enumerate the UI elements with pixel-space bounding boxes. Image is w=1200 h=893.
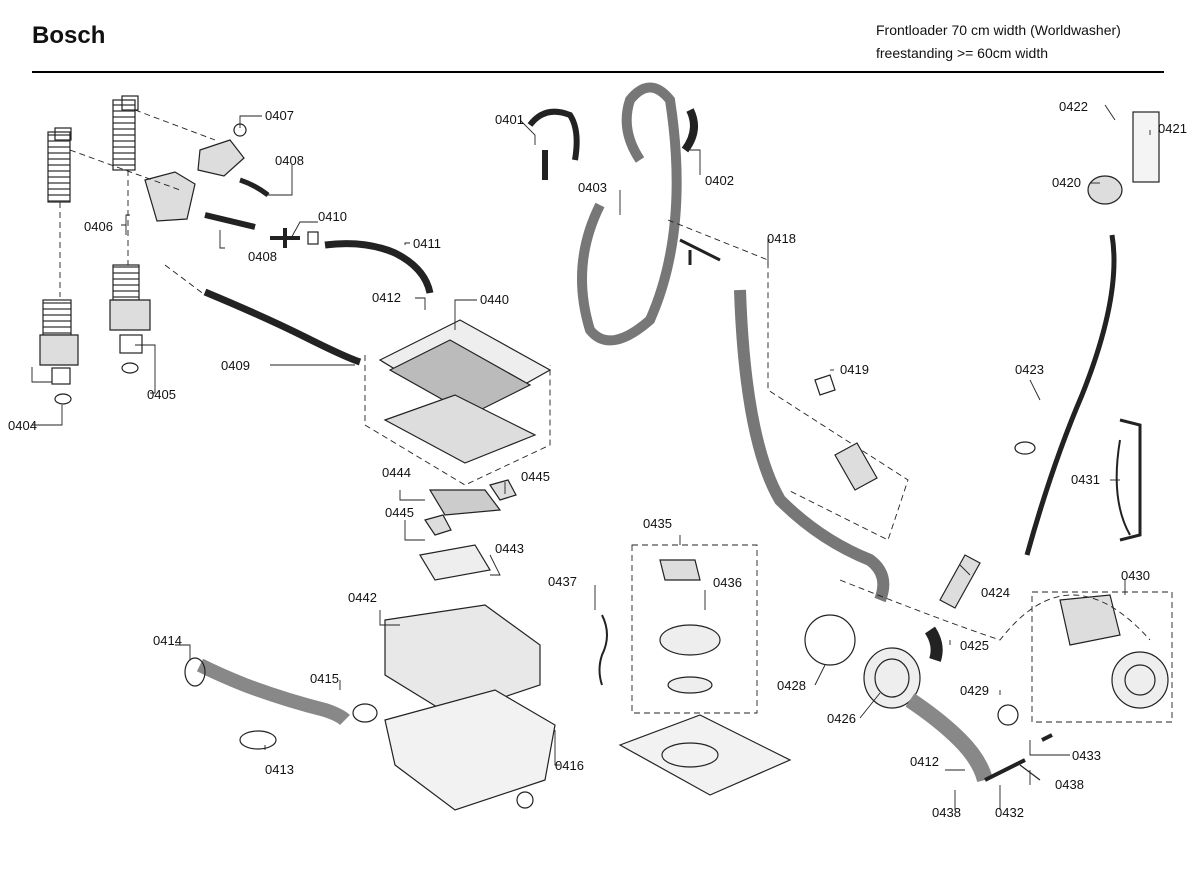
callout-0437: 0437 bbox=[548, 574, 577, 589]
model-description-line1: Frontloader 70 cm width (Worldwasher) bbox=[876, 22, 1121, 38]
callout-0442: 0442 bbox=[348, 590, 377, 605]
header-divider bbox=[32, 71, 1164, 73]
callout-labels: 0407 0408 0410 0406 0408 0411 0412 0440 … bbox=[8, 99, 1187, 820]
callout-0419: 0419 bbox=[840, 362, 869, 377]
callout-0406: 0406 bbox=[84, 219, 113, 234]
callout-0428: 0428 bbox=[777, 678, 806, 693]
callout-0430: 0430 bbox=[1121, 568, 1150, 583]
heater-sensor-group bbox=[598, 544, 792, 796]
callout-0411: 0411 bbox=[413, 236, 441, 251]
callout-0445: 0445 bbox=[385, 505, 414, 520]
drain-pump-group bbox=[804, 554, 1173, 783]
callout-0438: 0438 bbox=[1055, 777, 1084, 792]
callout-0414: 0414 bbox=[153, 633, 182, 648]
callout-0401: 0401 bbox=[495, 112, 524, 127]
callout-0424: 0424 bbox=[981, 585, 1010, 600]
callout-0412: 0412 bbox=[372, 290, 401, 305]
pressure-switch-group bbox=[1014, 111, 1160, 556]
callout-0415: 0415 bbox=[310, 671, 339, 686]
callout-0438: 0438 bbox=[932, 805, 961, 820]
callout-0421: 0421 bbox=[1158, 121, 1187, 136]
callout-0433: 0433 bbox=[1072, 748, 1101, 763]
callout-0443: 0443 bbox=[495, 541, 524, 556]
callout-0405: 0405 bbox=[147, 387, 176, 402]
callout-0423: 0423 bbox=[1015, 362, 1044, 377]
callout-0445: 0445 bbox=[521, 469, 550, 484]
callout-0432: 0432 bbox=[995, 805, 1024, 820]
callout-0429: 0429 bbox=[960, 683, 989, 698]
callout-0413: 0413 bbox=[265, 762, 294, 777]
callout-0426: 0426 bbox=[827, 711, 856, 726]
callout-0408: 0408 bbox=[275, 153, 304, 168]
callout-0435: 0435 bbox=[643, 516, 672, 531]
brand-logo-text: Bosch bbox=[32, 22, 106, 49]
callout-0412: 0412 bbox=[910, 754, 939, 769]
callout-0422: 0422 bbox=[1059, 99, 1088, 114]
callout-0409: 0409 bbox=[221, 358, 250, 373]
model-description-line2: freestanding >= 60cm width bbox=[876, 45, 1048, 61]
callout-0402: 0402 bbox=[705, 173, 734, 188]
inlet-valve-group bbox=[39, 95, 434, 405]
callout-0418: 0418 bbox=[767, 231, 796, 246]
callout-0407: 0407 bbox=[265, 108, 294, 123]
callout-0440: 0440 bbox=[480, 292, 509, 307]
callout-0416: 0416 bbox=[555, 758, 584, 773]
callout-0404: 0404 bbox=[8, 418, 37, 433]
callout-0425: 0425 bbox=[960, 638, 989, 653]
dispenser-assembly bbox=[364, 319, 556, 811]
hose-group bbox=[527, 82, 909, 603]
callout-0410: 0410 bbox=[318, 209, 347, 224]
callout-leaders bbox=[31, 104, 1151, 810]
callout-0444: 0444 bbox=[382, 465, 411, 480]
drain-hose-group bbox=[184, 657, 378, 750]
callout-0436: 0436 bbox=[713, 575, 742, 590]
callout-0420: 0420 bbox=[1052, 175, 1081, 190]
callout-0408: 0408 bbox=[248, 249, 277, 264]
callout-0403: 0403 bbox=[578, 180, 607, 195]
callout-0431: 0431 bbox=[1071, 472, 1100, 487]
